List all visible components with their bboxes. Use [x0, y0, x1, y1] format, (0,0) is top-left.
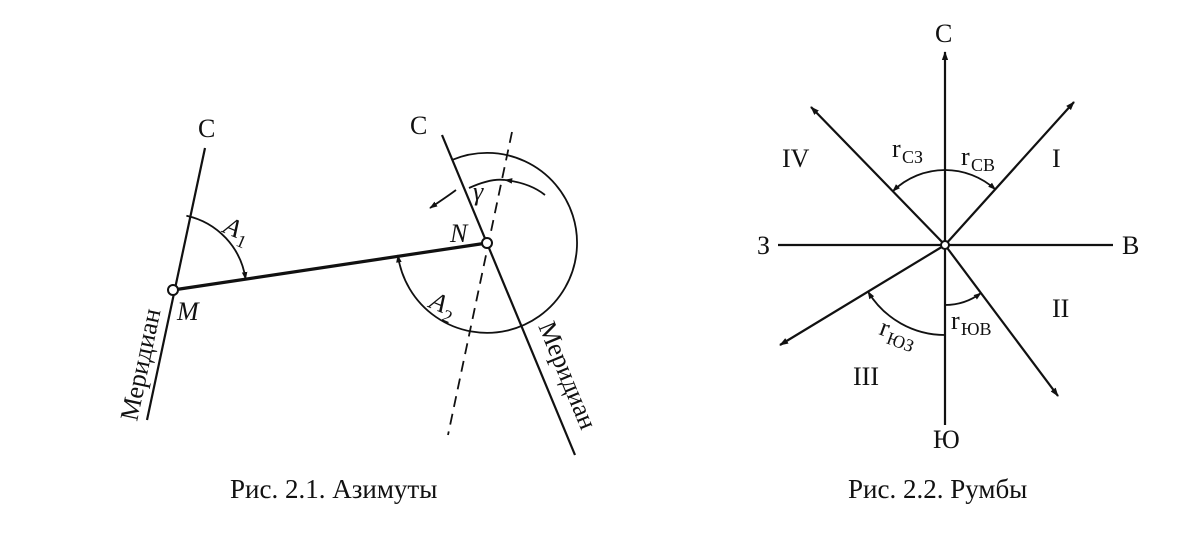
- rhumb-arc-sw: [867, 290, 946, 336]
- rhumb-sz-symbol: r: [892, 134, 901, 163]
- rhumb-sv-symbol: r: [961, 142, 970, 171]
- point-n-marker: [481, 237, 493, 249]
- meridian-line-n: [440, 134, 577, 456]
- center-point: [940, 240, 950, 250]
- azimuth-arc-a2: [396, 152, 578, 334]
- west-label: З: [757, 231, 770, 260]
- north-label-m: С: [198, 114, 215, 143]
- rhumb-arc-se: [944, 292, 982, 306]
- rhumb-yuv-subscript: ЮВ: [961, 319, 992, 339]
- rhumb-label-sv: r СВ: [961, 142, 995, 175]
- direction-nw: [810, 106, 946, 246]
- east-label: В: [1122, 231, 1139, 260]
- azimuth-a2-label: A 2: [424, 285, 456, 327]
- quarter-label-3: III: [853, 362, 879, 391]
- rhumb-label-yuv: r ЮВ: [951, 306, 992, 339]
- rhumb-sz-subscript: СЗ: [902, 147, 923, 167]
- figure-bearings: С Ю З В I II III IV r СЗ r СВ r ЮЗ r ЮВ …: [757, 19, 1139, 504]
- gamma-arc-mid: [468, 178, 506, 189]
- gamma-label: γ: [473, 177, 484, 206]
- gamma-arrow-right: [504, 178, 546, 196]
- rhumb-yuz-subscript: ЮЗ: [884, 328, 917, 356]
- point-m-label: M: [176, 297, 200, 326]
- south-label: Ю: [933, 425, 960, 454]
- figure1-caption: Рис. 2.1. Азимуты: [230, 474, 437, 504]
- rhumb-arc-nw: [892, 169, 946, 192]
- quarter-label-2: II: [1052, 294, 1069, 323]
- point-n-label: N: [449, 219, 469, 248]
- rhumb-arc-ne: [944, 169, 997, 191]
- direction-ne: [944, 101, 1075, 246]
- rhumb-label-sz: r СЗ: [892, 134, 923, 167]
- rhumb-label-yuz: r ЮЗ: [876, 312, 917, 356]
- rhumb-yuv-symbol: r: [951, 306, 960, 335]
- figure-azimuths: С С M N γ A 1 A 2 Меридиан Меридиан Рис.…: [115, 111, 603, 504]
- azimuth-a1-label: A 1: [218, 210, 250, 252]
- north-label: С: [935, 19, 952, 48]
- meridian-line-m: [145, 147, 207, 421]
- gamma-arrow-left: [429, 189, 457, 209]
- grid-line-dashed: [447, 131, 513, 436]
- direction-se: [944, 244, 1059, 397]
- azimuth-arc-a1: [186, 214, 248, 280]
- point-m-marker: [167, 284, 179, 296]
- line-mn: [172, 241, 488, 292]
- north-label-n: С: [410, 111, 427, 140]
- direction-sw: [779, 244, 946, 346]
- figure2-caption: Рис. 2.2. Румбы: [848, 474, 1027, 504]
- rhumb-sv-subscript: СВ: [971, 155, 995, 175]
- quarter-label-4: IV: [782, 144, 810, 173]
- quarter-label-1: I: [1052, 144, 1061, 173]
